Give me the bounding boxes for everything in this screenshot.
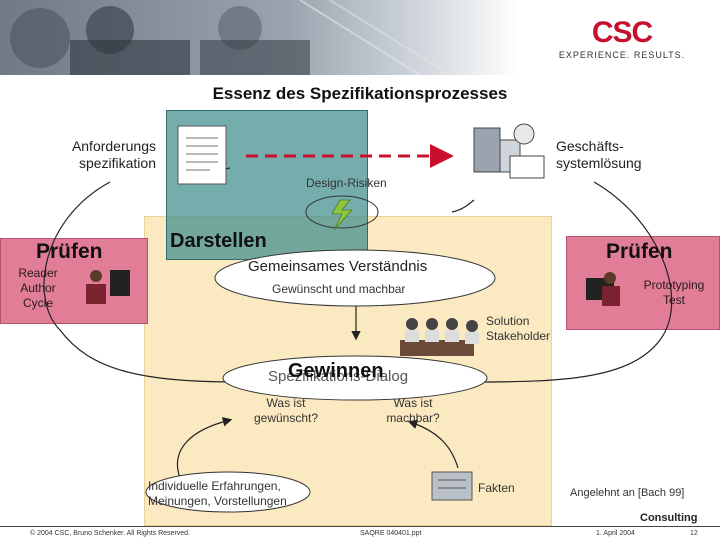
- prototyping-line: Prototyping: [643, 278, 705, 292]
- stakeholder-line: Stakeholder: [486, 329, 551, 343]
- anforderung-line2: spezifikation: [78, 155, 156, 171]
- anforderung-line1: Anforderungs: [71, 138, 156, 154]
- design-cloud: [305, 195, 379, 229]
- computer-user-icon: [586, 272, 620, 306]
- left-cycle-line: [43, 181, 243, 387]
- anforderung-label: Anforderungs spezifikation: [40, 138, 156, 172]
- consulting-label: Consulting: [640, 512, 698, 524]
- reader-line: Reader: [18, 266, 58, 280]
- solution-line: Solution: [486, 314, 530, 328]
- logo-tagline: EXPERIENCE. RESULTS.: [558, 50, 686, 60]
- gemeinsames-cloud: [214, 249, 496, 307]
- footer-file: SAQRE 040401.ppt: [360, 530, 422, 537]
- individuelle-line2: Meinungen, Vorstellungen: [148, 494, 287, 508]
- author-line: Author: [20, 281, 56, 295]
- footer-page: 12: [690, 530, 698, 537]
- was-machbar-label: Was ist machbar?: [380, 396, 446, 426]
- was-machbar-line1: Was ist: [393, 396, 433, 410]
- was-gewuenscht-label: Was ist gewünscht?: [248, 396, 324, 426]
- cycle-line: Cycle: [22, 296, 53, 310]
- fakten-label: Fakten: [478, 481, 515, 495]
- angelehnt-label: Angelehnt an [Bach 99]: [570, 487, 685, 499]
- geschaeft-line2: systemlösung: [556, 155, 642, 171]
- meeting-icon: [400, 318, 479, 356]
- reader-cycle-label: Reader Author Cycle: [8, 266, 68, 311]
- facts-icon: [431, 471, 473, 501]
- logo-mark: CSC: [591, 16, 653, 49]
- design-risiken-label: Design-Risiken: [306, 176, 387, 190]
- right-cycle-line: [467, 181, 673, 387]
- individuelle-cloud: [145, 471, 311, 513]
- individuelle-line1: Individuelle Erfahrungen,: [148, 479, 281, 493]
- footer-date: 1. April 2004: [596, 530, 635, 537]
- darstellen-label: Darstellen: [170, 230, 267, 252]
- geschaeft-label: Geschäfts- systemlösung: [556, 138, 676, 172]
- individuelle-label: Individuelle Erfahrungen, Meinungen, Vor…: [148, 479, 316, 509]
- csc-logo: CSC EXPERIENCE. RESULTS.: [542, 16, 702, 61]
- footer-divider: [0, 526, 720, 527]
- gemeinsames-label: Gemeinsames Verständnis: [248, 258, 428, 275]
- geschaeft-line: [451, 199, 475, 213]
- lightning-icon: [331, 199, 353, 231]
- pruefen-right-label: Prüfen: [606, 240, 673, 263]
- gewinnen-label: Gewinnen: [288, 360, 384, 382]
- footer-copyright: © 2004 CSC, Bruno Schenker. All Rights R…: [30, 530, 191, 537]
- fakten-arrow: [407, 419, 459, 469]
- geschaeft-line1: Geschäfts-: [556, 138, 624, 154]
- was-machbar-line2: machbar?: [386, 411, 440, 425]
- individuelle-arrow: [176, 417, 233, 479]
- page-title: Essenz des Spezifikationsprozesses: [212, 84, 508, 103]
- test-line: Test: [662, 293, 685, 307]
- header-banner: [0, 0, 720, 75]
- document-icon: [177, 125, 227, 185]
- was-gewuenscht-line2: gewünscht?: [253, 411, 319, 425]
- prototyping-label: Prototyping Test: [632, 278, 716, 308]
- spezifikations-dialog-label: Spezifikations-Dialog: [268, 368, 409, 385]
- gewuenscht-machbar-label: Gewünscht und machbar: [272, 282, 406, 296]
- solution-stakeholder-label: Solution Stakeholder: [486, 314, 568, 344]
- dialog-cloud: [222, 355, 488, 401]
- server-icon: [473, 123, 545, 179]
- banner-photo: [10, 0, 451, 75]
- was-gewuenscht-line1: Was ist: [266, 396, 306, 410]
- pruefen-left-label: Prüfen: [36, 240, 103, 263]
- reader-icon: [86, 270, 130, 304]
